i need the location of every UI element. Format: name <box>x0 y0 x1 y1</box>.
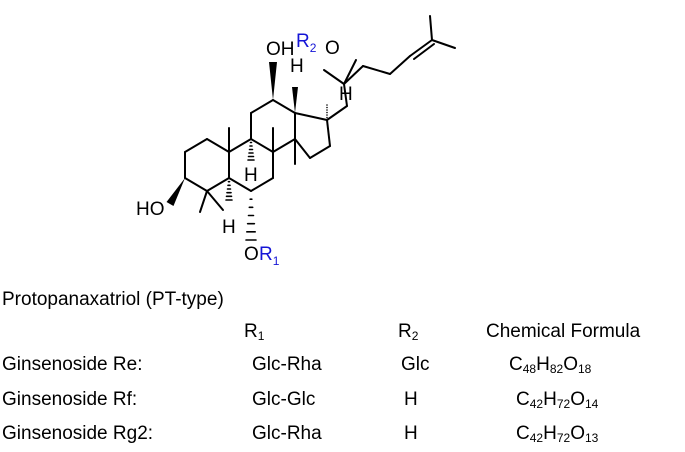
o-6-label: O <box>244 244 259 265</box>
side-bond <box>326 105 348 121</box>
c5-h-hash <box>225 180 233 201</box>
side-bond <box>429 15 433 41</box>
row-r2: H <box>404 423 418 444</box>
side-bond <box>343 65 364 85</box>
header-formula: Chemical Formula <box>486 321 641 342</box>
ring-bond <box>326 119 331 147</box>
side-bond <box>343 83 348 107</box>
ho-3-label: HO <box>136 199 165 220</box>
row-name: Ginsenoside Rg2: <box>2 423 154 444</box>
side-bond <box>362 65 391 75</box>
h-5-label: H <box>222 217 236 238</box>
ring-bond <box>309 145 331 159</box>
main-skeleton <box>166 15 456 241</box>
c6-or1-hash <box>245 198 257 241</box>
c3-oh-wedge <box>166 178 185 206</box>
ring-bond <box>250 99 274 114</box>
row-r1: Glc-Rha <box>252 354 322 375</box>
c12-oh-wedge <box>269 62 277 100</box>
ring-bond <box>206 177 230 192</box>
side-bond <box>323 69 345 85</box>
row-r1: Glc-Glc <box>252 389 316 410</box>
row-formula: C42H72O13 <box>516 423 599 445</box>
h-9-label: H <box>244 165 258 186</box>
ring-bond <box>184 177 208 192</box>
row-name: Ginsenoside Rf: <box>2 389 138 410</box>
side-bond <box>389 55 411 75</box>
header-r1: R1 <box>244 321 265 343</box>
ring-bond <box>206 138 230 153</box>
h-17-label: H <box>339 84 353 105</box>
methyl-bond <box>206 190 224 211</box>
header-r2: R2 <box>398 321 419 343</box>
table-title: Protopanaxatriol (PT-type) <box>2 289 224 310</box>
c9-h-hash <box>247 141 255 161</box>
ring-bond <box>272 99 296 114</box>
ring-bond <box>250 177 274 192</box>
c13-h-wedge <box>292 87 298 113</box>
o-20-label: O <box>325 38 340 59</box>
row-formula: C48H82O18 <box>509 354 592 376</box>
row-name: Ginsenoside Re: <box>2 354 143 375</box>
ring-bond <box>228 177 252 192</box>
ring-bond <box>184 138 208 153</box>
double-bond <box>413 43 435 60</box>
ring-bond <box>228 138 252 153</box>
oh-12-label: OH <box>266 39 295 60</box>
ring-bond <box>272 138 296 153</box>
ring-bond <box>294 112 328 121</box>
ring-bond <box>250 138 274 153</box>
side-bond <box>431 39 456 49</box>
row-r1: Glc-Rha <box>252 423 322 444</box>
side-bond <box>343 59 357 85</box>
row-formula: C42H72O14 <box>516 389 599 411</box>
h-13-label: H <box>290 56 304 77</box>
row-r2: H <box>404 389 418 410</box>
ring-bond <box>294 138 311 159</box>
methyl-bond <box>199 190 208 213</box>
row-r2: Glc <box>401 354 430 375</box>
side-bond <box>409 39 433 57</box>
